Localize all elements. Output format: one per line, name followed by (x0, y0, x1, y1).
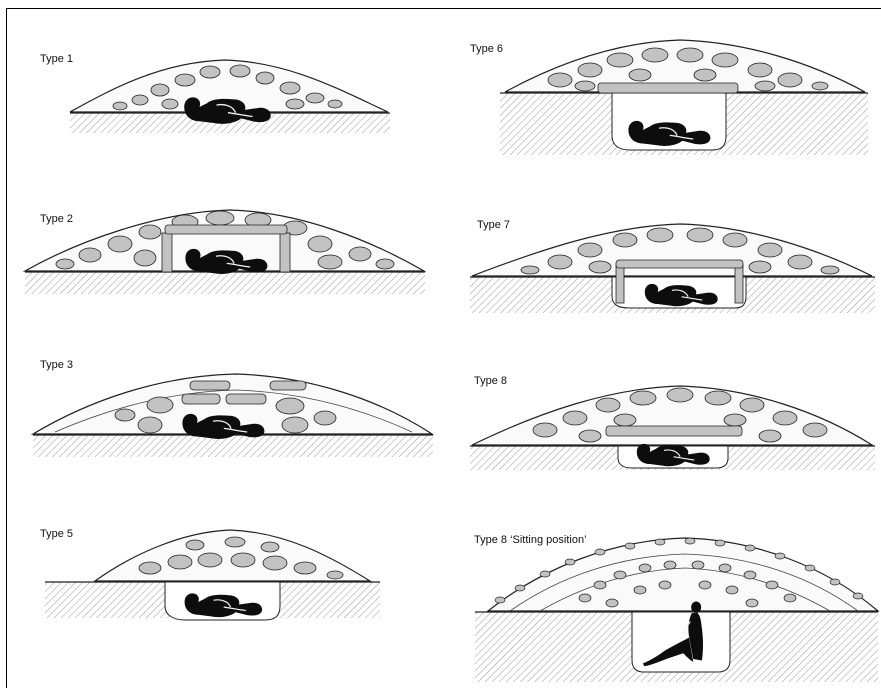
pit-capstone (606, 426, 742, 436)
panel-type3: Type 3 (33, 359, 433, 457)
panel-type1: Type 1 (40, 53, 390, 133)
panel-type7: Type 7 (470, 219, 875, 313)
panel-type6: Type 6 (470, 40, 868, 155)
label-type6: Type 6 (470, 43, 503, 55)
cist-capstone (616, 260, 743, 268)
label-type3: Type 3 (40, 359, 73, 371)
cist-side-slab (735, 265, 743, 303)
label-type7: Type 7 (477, 219, 510, 231)
label-type2: Type 2 (40, 213, 73, 225)
cist-capstone (165, 225, 287, 234)
cist-side-slab (616, 265, 624, 303)
label-type5: Type 5 (40, 528, 73, 540)
cist-side-slab (280, 233, 290, 272)
pit-capstone (598, 83, 738, 93)
panel-type5: Type 5 (40, 528, 380, 620)
label-type8: Type 8 (474, 375, 507, 387)
cist-side-slab (162, 233, 172, 272)
panel-type2: Type 2 (25, 210, 425, 294)
ground-hatch (33, 435, 433, 457)
label-type8-sitting: Type 8 ‘Sitting position’ (474, 534, 587, 546)
ground-hatch (25, 272, 425, 294)
label-type1: Type 1 (40, 53, 73, 65)
panel-type8-sitting: Type 8 ‘Sitting position’ (474, 534, 878, 682)
panel-type8: Type 8 (470, 375, 875, 470)
